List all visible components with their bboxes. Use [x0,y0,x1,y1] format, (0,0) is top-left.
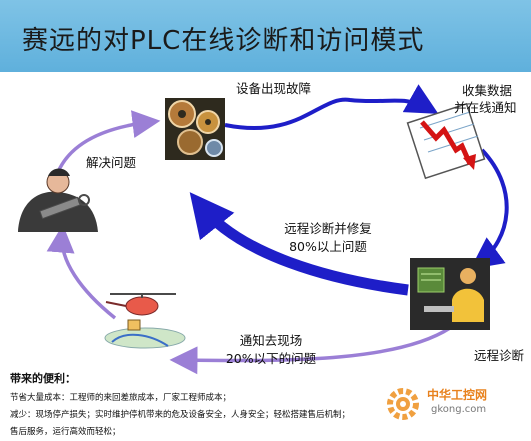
benefits-line: 节省大量成本：工程师的来回差旅成本，厂家工程师成本； [10,393,232,403]
arrow-remote-repair-back [189,192,409,296]
gear-logo-icon [387,388,419,420]
gears-icon [165,98,225,160]
remote-diagnosis-label: 远程诊断 [474,348,525,363]
arrow-fault-to-collect [224,84,439,131]
benefits-line: 售后服务，运行高效而轻松； [10,427,121,437]
logo-url: gkong.com [431,404,487,415]
remote-repair-label: 远程诊断并修复 [284,221,372,236]
logo-name: 中华工控网 [427,388,488,402]
arrow-collect-to-remote [470,148,509,270]
engineer-computer-icon [410,258,490,330]
onsite-label: 通知去现场 [239,333,303,348]
benefits-title: 带来的便利： [10,372,76,385]
benefits-line: 减少：现场停产损失；实时维护停机带来的危及设备安全，人身安全；轻松搭建售后机制； [10,410,351,420]
fault-label: 设备出现故障 [236,81,312,96]
header-banner: 赛远的对PLC在线诊断和访问模式 [0,0,531,72]
benefits-section: 带来的便利： 节省大量成本：工程师的来回差旅成本，厂家工程师成本； 减少：现场停… [10,370,410,441]
site-logo: 中华工控网 gkong.com [381,382,521,426]
declining-chart-icon [406,102,486,180]
remote-repair-percent-label: 80%以上问题 [289,239,367,254]
page-title: 赛远的对PLC在线诊断和访问模式 [22,26,425,56]
arrow-remote-to-onsite [169,326,451,375]
solve-problem-label: 解决问题 [86,155,137,170]
arrow-solve-to-fault [56,110,161,173]
notify-online-label: 并在线通知 [454,100,517,115]
arrow-onsite-to-solve [46,224,117,320]
helicopter-icon [104,293,186,349]
collect-data-label: 收集数据 [462,83,513,98]
onsite-percent-label: 20%以下的问题 [225,351,317,366]
mechanic-icon [18,168,98,232]
